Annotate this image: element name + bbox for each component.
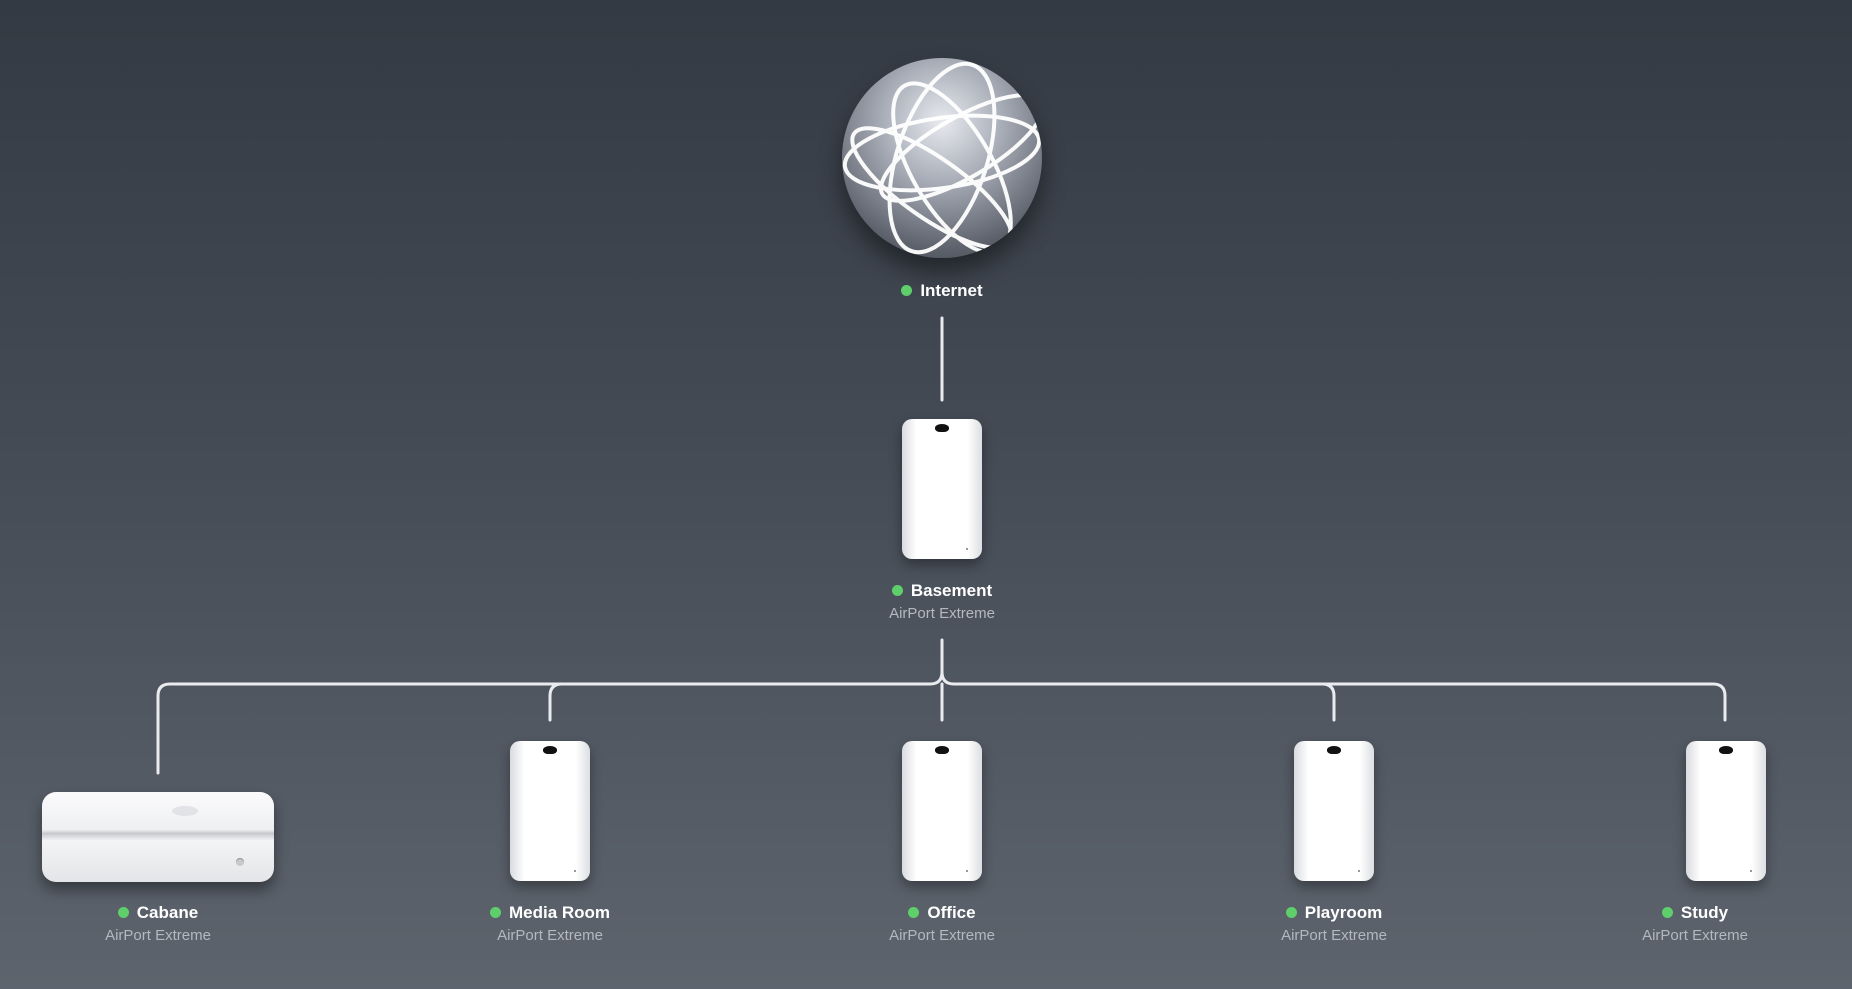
status-indicator-icon — [901, 285, 912, 296]
status-light-icon — [574, 870, 576, 872]
status-indicator-icon — [1662, 907, 1673, 918]
status-indicator-icon — [490, 907, 501, 918]
internet-label: Internet — [792, 281, 1092, 301]
station-label: Basement — [792, 581, 1092, 601]
airport-extreme-tower-icon — [510, 741, 590, 881]
airport-extreme-flat-icon — [42, 792, 274, 882]
status-light-icon — [966, 870, 968, 872]
apple-logo-icon — [1719, 746, 1733, 754]
apple-logo-icon — [172, 806, 198, 816]
station-name: Cabane — [137, 903, 198, 922]
station-name: Study — [1681, 903, 1728, 922]
airport-extreme-tower-icon — [902, 419, 982, 559]
station-label: Playroom — [1184, 903, 1484, 923]
status-light-icon — [1750, 870, 1752, 872]
apple-logo-icon — [1327, 746, 1341, 754]
backbone-right-link — [954, 684, 1725, 720]
status-indicator-icon — [1286, 907, 1297, 918]
airport-extreme-tower-icon — [1294, 741, 1374, 881]
station-model: AirPort Extreme — [792, 927, 1092, 945]
station-label: Cabane — [8, 903, 308, 923]
status-indicator-icon — [908, 907, 919, 918]
airport-extreme-tower-icon — [902, 741, 982, 881]
station-label: Office — [792, 903, 1092, 923]
branch-playroom-link — [1322, 684, 1334, 720]
status-light-icon — [1358, 870, 1360, 872]
apple-logo-icon — [935, 746, 949, 754]
apple-logo-icon — [935, 424, 949, 432]
status-light-icon — [236, 858, 244, 866]
status-indicator-icon — [118, 907, 129, 918]
station-label: Media Room — [400, 903, 700, 923]
status-light-icon — [966, 548, 968, 550]
internet-name: Internet — [920, 281, 982, 300]
station-model: AirPort Extreme — [792, 605, 1092, 623]
station-name: Office — [927, 903, 975, 922]
status-indicator-icon — [892, 585, 903, 596]
station-label: Study — [1545, 903, 1845, 923]
branch-media-room-link — [550, 684, 562, 720]
apple-logo-icon — [543, 746, 557, 754]
station-name: Playroom — [1305, 903, 1382, 922]
station-model: AirPort Extreme — [400, 927, 700, 945]
globe-icon — [842, 58, 1042, 258]
station-name: Media Room — [509, 903, 610, 922]
station-name: Basement — [911, 581, 992, 600]
station-model: AirPort Extreme — [1545, 927, 1845, 945]
station-model: AirPort Extreme — [8, 927, 308, 945]
airport-extreme-tower-icon — [1686, 741, 1766, 881]
station-model: AirPort Extreme — [1184, 927, 1484, 945]
